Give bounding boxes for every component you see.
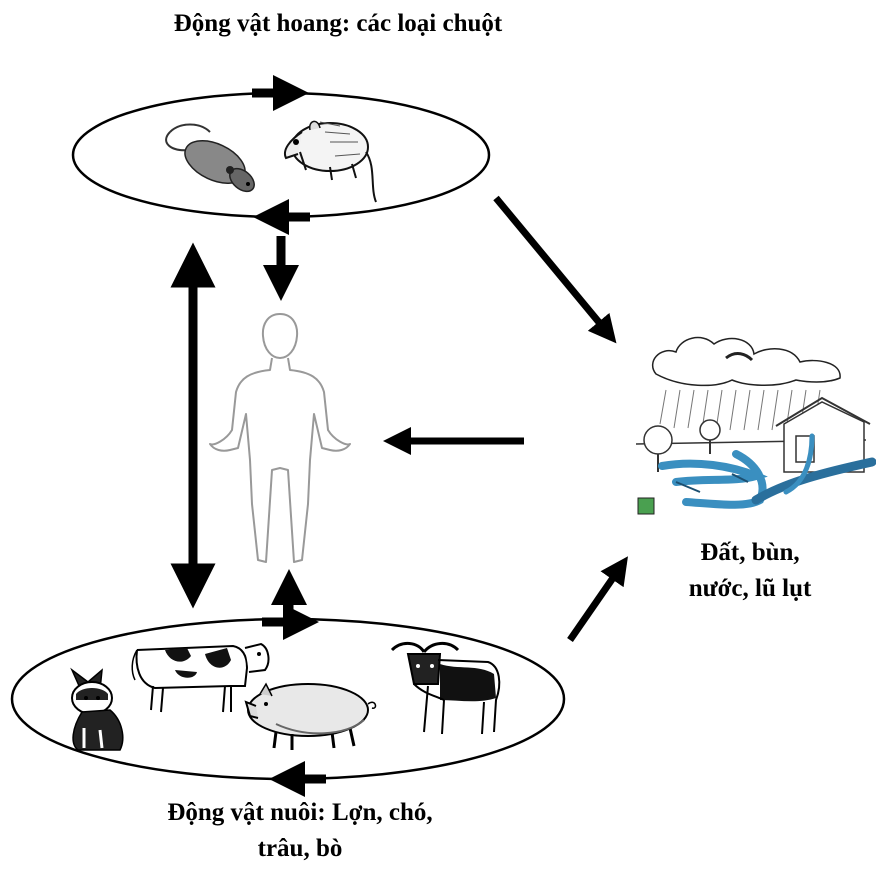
rat-icon [285, 121, 376, 202]
arrow-wild-to-environment [496, 198, 612, 338]
pig-icon [246, 684, 375, 750]
dog-icon [72, 670, 123, 750]
wild-animals-group [73, 93, 489, 217]
arrow-domestic-to-environment [570, 562, 624, 640]
domestic-animals-group [12, 619, 564, 779]
wild-animals-ellipse [73, 93, 489, 217]
human-outline-icon [210, 314, 350, 562]
buffalo-icon [392, 643, 499, 734]
rat-icon [166, 125, 258, 196]
flood-environment-icon [636, 338, 872, 514]
